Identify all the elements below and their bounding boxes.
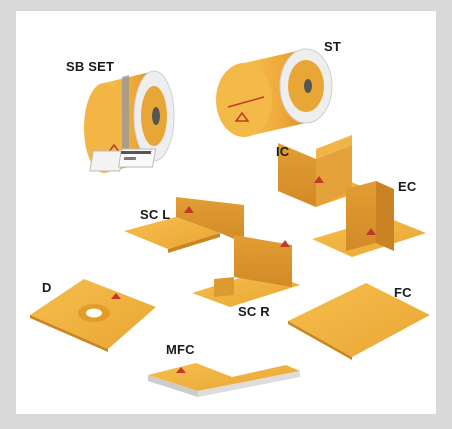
mfc-piece (148, 363, 300, 397)
ic-inside-corner (278, 135, 368, 207)
sc-r-piece (192, 235, 300, 307)
st-roll (216, 48, 333, 137)
label-sc-r: SC R (238, 304, 270, 319)
product-overview-frame: SB SET ST IC EC SC L SC R D FC MFC (16, 11, 436, 414)
fc-floor-sheet (288, 283, 430, 360)
label-mfc: MFC (166, 342, 195, 357)
label-ic: IC (276, 144, 290, 159)
product-illustration (30, 48, 430, 397)
label-sb-set: SB SET (66, 59, 115, 74)
ec-outside-corner (312, 181, 426, 257)
sc-l-piece (124, 197, 244, 253)
label-ec: EC (398, 179, 417, 194)
label-fc: FC (394, 285, 412, 300)
label-d: D (42, 280, 52, 295)
label-st: ST (324, 39, 342, 54)
label-sc-l: SC L (140, 207, 171, 222)
sb-set-accessories (89, 148, 157, 172)
d-drain-sheet (30, 279, 156, 352)
